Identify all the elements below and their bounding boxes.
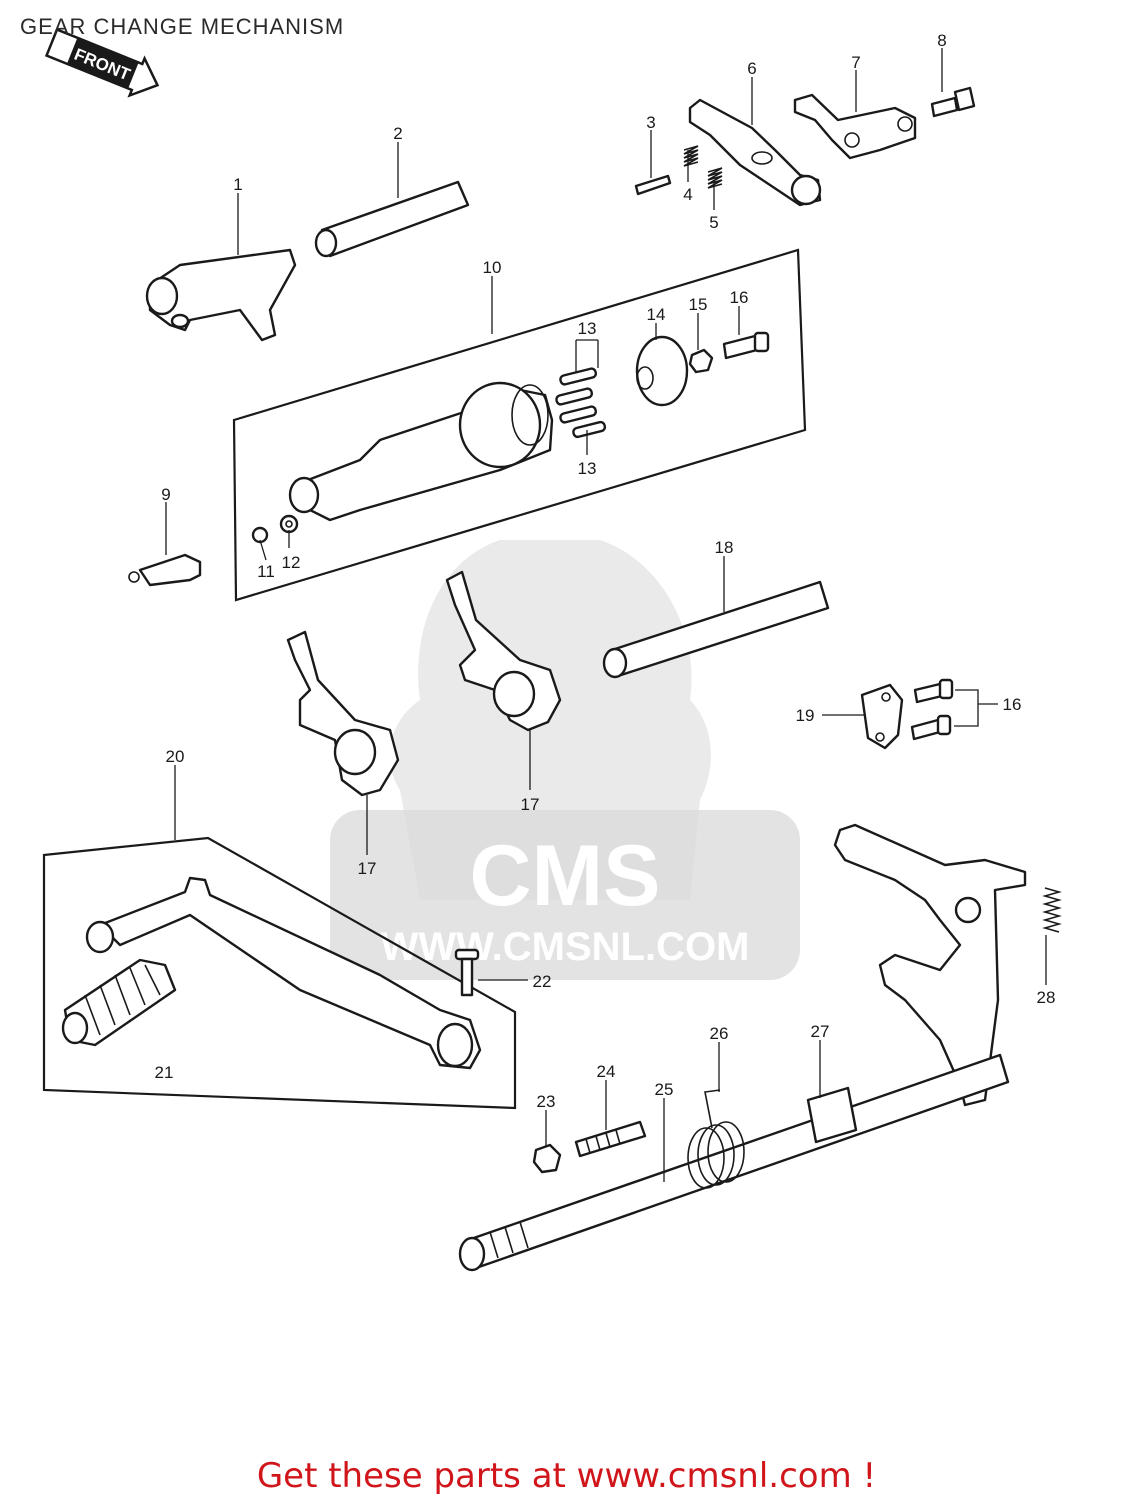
part-28-spring [1042, 887, 1062, 933]
label-8: 8 [937, 31, 946, 50]
part-labels: 1 2 3 4 5 6 7 8 9 10 11 12 13 13 14 15 1… [155, 31, 1056, 1111]
page-title: GEAR CHANGE MECHANISM [20, 14, 345, 39]
label-7: 7 [851, 53, 860, 72]
part-5-spring [707, 167, 723, 189]
label-27: 27 [811, 1022, 830, 1041]
label-25: 25 [655, 1080, 674, 1099]
label-23: 23 [537, 1092, 556, 1111]
label-19: 19 [796, 706, 815, 725]
part-17-shift-fork-right [445, 570, 562, 732]
label-17-right: 17 [521, 795, 540, 814]
part-8-bolt [930, 86, 976, 118]
label-26: 26 [710, 1024, 729, 1043]
label-20: 20 [166, 747, 185, 766]
pedal-assembly-frame [42, 836, 517, 1110]
part-9-neutral-switch [128, 553, 202, 587]
label-1: 1 [233, 175, 242, 194]
label-21: 21 [155, 1063, 174, 1082]
part-19-plate [860, 683, 904, 750]
label-6: 6 [747, 59, 756, 78]
label-17-left: 17 [358, 859, 377, 878]
label-28: 28 [1037, 988, 1056, 1007]
part-22-bolt [454, 948, 480, 997]
part-11-screw [251, 526, 269, 544]
part-20-shift-pedal [85, 876, 482, 1070]
part-16-bolt [722, 331, 770, 360]
label-16-right: 16 [1003, 695, 1022, 714]
part-15-nut [688, 348, 714, 374]
part-16-bolts [910, 678, 954, 741]
label-18: 18 [715, 538, 734, 557]
watermark: CMS WWW.CMSNL.COM [330, 540, 800, 980]
label-16-top: 16 [730, 288, 749, 307]
part-6-stopper-arm [688, 98, 822, 207]
part-13-pins [555, 367, 607, 439]
label-11: 11 [257, 562, 275, 581]
label-4: 4 [683, 185, 692, 204]
part-18-shaft [602, 580, 830, 679]
part-24-stud [574, 1120, 647, 1158]
part-12-washer [279, 514, 299, 534]
label-24: 24 [597, 1062, 616, 1081]
part-3-pin [634, 174, 672, 196]
part-23-nut [532, 1143, 562, 1174]
watermark-logo: CMS [469, 828, 660, 924]
label-22: 22 [533, 972, 552, 991]
part-shift-drum [288, 381, 554, 522]
footer-link[interactable]: Get these parts at www.cmsnl.com ! [256, 1456, 877, 1496]
label-10: 10 [483, 258, 502, 277]
part-17-shift-fork-left [286, 630, 400, 797]
part-7-bracket [793, 93, 917, 160]
part-26-return-spring [687, 1089, 745, 1189]
label-9: 9 [161, 485, 170, 504]
label-13-bottom: 13 [578, 459, 597, 478]
drum-assembly-frame [232, 248, 807, 602]
label-13-top: 13 [578, 319, 597, 338]
part-4-spring [683, 145, 699, 167]
label-5: 5 [709, 213, 718, 232]
leader-lines [165, 48, 1047, 1182]
part-27-shift-shaft [458, 823, 1027, 1272]
part-21-pedal-rubber [61, 958, 177, 1047]
label-15: 15 [689, 295, 708, 314]
label-3: 3 [646, 113, 655, 132]
label-12: 12 [282, 553, 301, 572]
part-2-shaft [314, 180, 470, 258]
label-2: 2 [393, 124, 402, 143]
part-1-shift-fork [145, 248, 297, 342]
part-14-pin-plate [635, 335, 689, 407]
label-14: 14 [647, 305, 666, 324]
watermark-url: WWW.CMSNL.COM [381, 925, 750, 969]
